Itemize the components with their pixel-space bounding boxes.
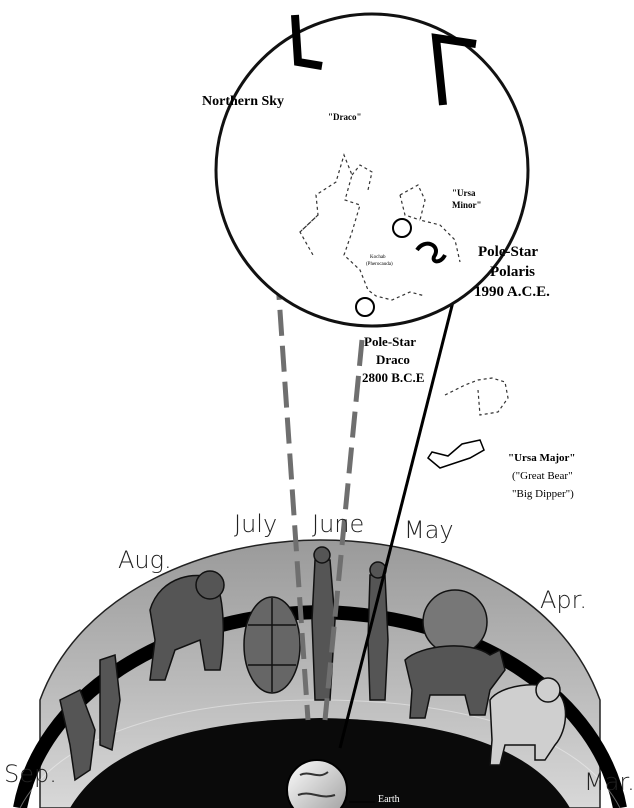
earth-label: Earth bbox=[378, 794, 400, 805]
northern-sky-circle bbox=[216, 14, 528, 326]
month-apr: Apr. bbox=[540, 586, 587, 614]
month-june: June bbox=[312, 510, 364, 538]
great-bear-figure bbox=[428, 440, 484, 468]
kochab-label-1: Kochab bbox=[370, 255, 386, 260]
month-aug: Aug. bbox=[118, 546, 172, 574]
leo-head bbox=[196, 571, 224, 599]
ursa-minor-label-2: Minor" bbox=[452, 200, 482, 210]
taurus-sun-disk bbox=[423, 590, 487, 654]
polaris-label-3: 1990 A.C.E. bbox=[474, 284, 550, 301]
month-mar: Mar. bbox=[584, 768, 634, 796]
northern-sky-title: Northern Sky bbox=[202, 94, 284, 110]
gemini-head bbox=[314, 547, 330, 563]
draco-label: "Draco" bbox=[328, 112, 361, 122]
thuban-label-2: Draco bbox=[376, 352, 410, 368]
month-may: May bbox=[404, 516, 454, 544]
ursa-major-constellation bbox=[445, 378, 508, 415]
ursa-minor-label-1: "Ursa bbox=[452, 188, 476, 198]
ursa-major-label-1: "Ursa Major" bbox=[508, 452, 576, 464]
thuban-label-1: Pole-Star bbox=[364, 334, 416, 350]
kochab-label-2: (Pherocauda) bbox=[366, 262, 393, 267]
polaris-label-1: Pole-Star bbox=[478, 244, 538, 261]
month-sep: Sep. bbox=[4, 760, 57, 788]
ursa-major-label-3: "Big Dipper") bbox=[512, 488, 574, 500]
aries-head bbox=[536, 678, 560, 702]
polaris-label-2: Polaris bbox=[490, 264, 535, 281]
month-july: July bbox=[234, 510, 277, 538]
thuban-marker bbox=[356, 298, 374, 316]
thuban-label-3: 2800 B.C.E bbox=[362, 370, 424, 386]
ursa-major-label-2: ("Great Bear" bbox=[512, 470, 573, 482]
